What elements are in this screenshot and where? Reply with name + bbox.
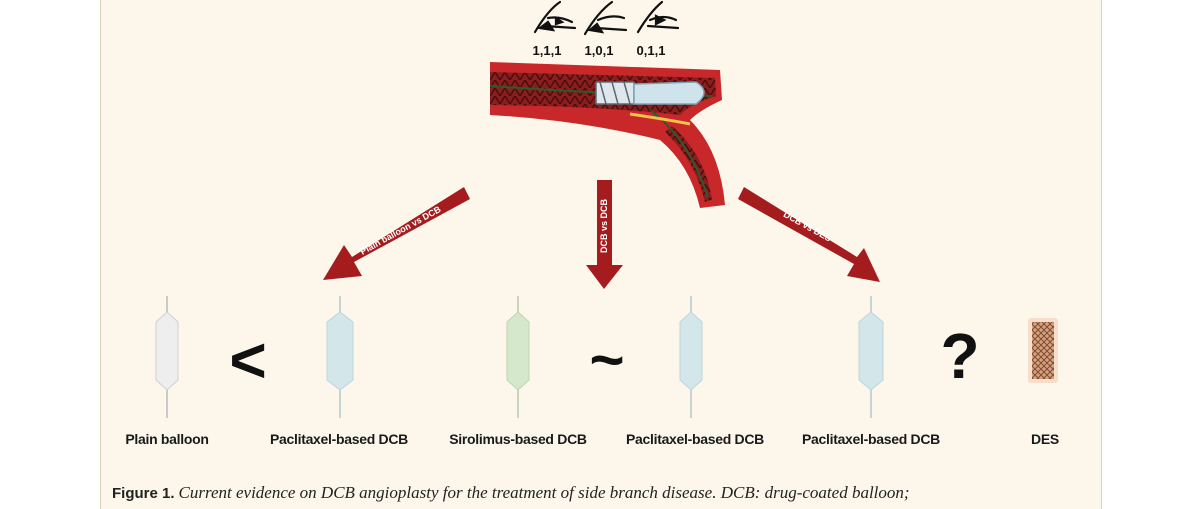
- device-label-plain-balloon: Plain balloon: [125, 431, 209, 447]
- device-label-des: DES: [1031, 431, 1059, 447]
- device-sirolimus-dcb: [506, 296, 530, 418]
- medina-icon-101: [583, 0, 628, 36]
- arrow-center-label: DCB vs DCB: [599, 198, 609, 253]
- bifurcation-vessel: [489, 62, 725, 208]
- figure-number: Figure 1.: [112, 485, 175, 502]
- device-label-sirolimus-dcb: Sirolimus-based DCB: [449, 431, 587, 447]
- similar-symbol: ~: [589, 326, 624, 393]
- icon-label: 0,1,1: [637, 43, 666, 58]
- balloon-icon: [633, 81, 705, 105]
- device-plain-balloon: [155, 296, 179, 418]
- question-symbol: ?: [940, 320, 979, 392]
- device-paclitaxel-dcb-3: [858, 296, 884, 418]
- device-paclitaxel-dcb-2: [679, 296, 703, 418]
- device-paclitaxel-dcb-1: [326, 296, 354, 418]
- medina-icon-111: [533, 0, 577, 34]
- device-label-paclitaxel-dcb-2: Paclitaxel-based DCB: [626, 431, 764, 447]
- icon-label: 1,1,1: [533, 43, 562, 58]
- device-label-paclitaxel-dcb-3: Paclitaxel-based DCB: [802, 431, 940, 447]
- arrow-left-label: Plain balloon vs DCB: [359, 204, 443, 257]
- icon-label: 1,0,1: [585, 43, 614, 58]
- device-des-stent: [1028, 318, 1058, 383]
- arrow-left: Plain balloon vs DCB: [323, 187, 470, 280]
- arrow-center: DCB vs DCB: [586, 180, 623, 289]
- caption-text: Current evidence on DCB angioplasty for …: [178, 483, 910, 502]
- arrow-right: DCB vs DES: [738, 187, 880, 282]
- figure-caption: Figure 1.Current evidence on DCB angiopl…: [112, 483, 910, 503]
- medina-icon-011: [636, 0, 680, 34]
- less-than-symbol: <: [229, 324, 266, 396]
- device-label-paclitaxel-dcb-1: Paclitaxel-based DCB: [270, 431, 408, 447]
